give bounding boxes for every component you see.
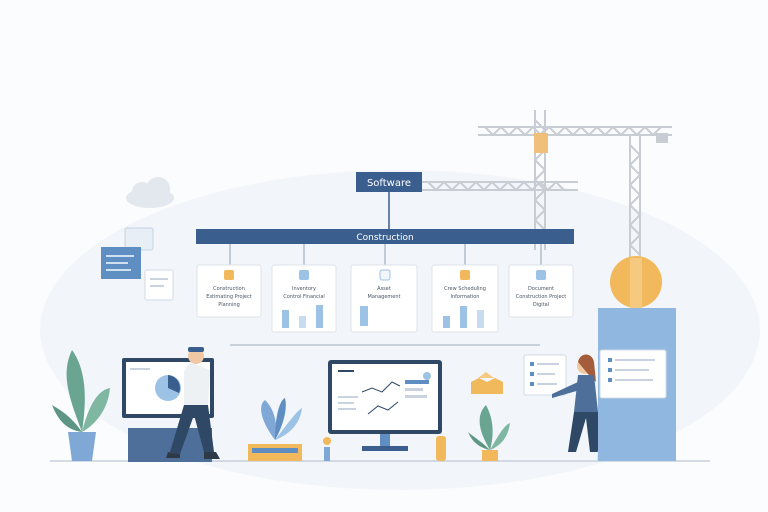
card-2: Inventory Control Financial — [271, 264, 337, 333]
chart-icon — [360, 306, 368, 326]
cube-icon — [471, 372, 503, 394]
svg-text:Management: Management — [368, 294, 401, 300]
construction-label: Construction — [356, 233, 413, 243]
cloud-icon — [126, 177, 174, 208]
svg-text:Asset: Asset — [377, 286, 391, 292]
card-icon — [460, 270, 470, 280]
svg-text:Construction Project: Construction Project — [516, 294, 567, 300]
card-1: Construction Estimating Project Planning — [196, 264, 262, 318]
plant-icon — [468, 405, 510, 461]
monitor-icon — [328, 360, 442, 451]
svg-text:Planning: Planning — [218, 302, 240, 308]
svg-text:Digital: Digital — [533, 302, 549, 308]
document-panel — [599, 349, 667, 399]
crane-weight — [656, 133, 668, 143]
person-icon — [166, 347, 220, 459]
checklist-panel — [523, 354, 567, 396]
construction-bar — [196, 229, 574, 244]
card-3: Asset Management — [350, 264, 418, 333]
card-icon — [536, 270, 546, 280]
svg-text:Estimating Project: Estimating Project — [206, 294, 251, 300]
svg-text:Information: Information — [451, 294, 480, 300]
svg-text:Construction: Construction — [213, 286, 245, 292]
person-icon — [552, 354, 598, 452]
card-5: Document Construction Project Digital — [508, 264, 574, 318]
floating-panels — [101, 227, 174, 301]
card-icon — [379, 269, 391, 281]
svg-text:Crew Scheduling: Crew Scheduling — [444, 286, 486, 292]
card-4: Crew Scheduling Information — [431, 264, 499, 333]
chart-icon — [443, 306, 484, 328]
plant-icon — [52, 350, 110, 461]
svg-text:Document: Document — [528, 286, 554, 292]
svg-text:Control Financial: Control Financial — [283, 294, 325, 300]
card-connectors — [229, 244, 542, 265]
plant-icon — [248, 398, 302, 461]
bottle-icon — [436, 436, 446, 461]
software-label: Software — [367, 178, 411, 189]
software-box — [356, 172, 422, 192]
crane-cab — [534, 133, 548, 153]
svg-text:Inventory: Inventory — [292, 286, 316, 292]
card-icon — [224, 270, 234, 280]
plant-icon — [323, 437, 331, 461]
chart-icon — [282, 305, 323, 328]
card-icon — [299, 270, 309, 280]
